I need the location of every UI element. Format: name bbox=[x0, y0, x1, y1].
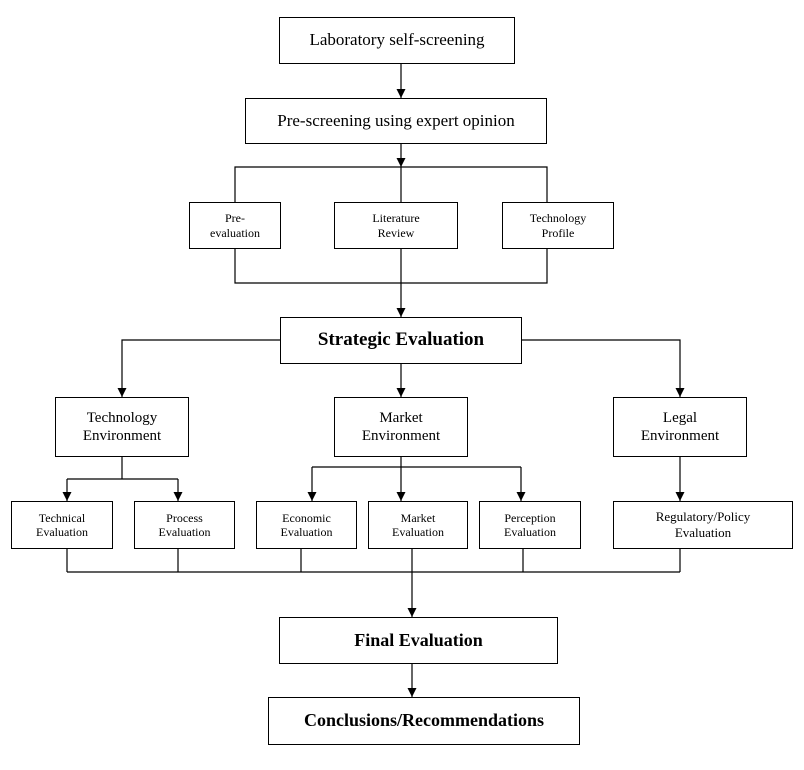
node-regulatory-policy-evaluation: Regulatory/Policy Evaluation bbox=[613, 501, 793, 549]
edge-strategic-to-legal-env bbox=[522, 339, 685, 397]
node-market-evaluation: Market Evaluation bbox=[368, 501, 468, 549]
node-final-evaluation: Final Evaluation bbox=[279, 617, 558, 664]
node-conclusions-recommendations: Conclusions/Recommendations bbox=[268, 697, 580, 745]
node-technology-profile: Technology Profile bbox=[502, 202, 614, 249]
node-strategic-evaluation: Strategic Evaluation bbox=[280, 317, 522, 364]
node-pre-evaluation: Pre- evaluation bbox=[189, 202, 281, 249]
node-market-environment: Market Environment bbox=[334, 397, 468, 457]
node-technology-environment: Technology Environment bbox=[55, 397, 189, 457]
edge-bracket-bottom bbox=[234, 249, 548, 284]
node-literature-review: Literature Review bbox=[334, 202, 458, 249]
node-legal-environment: Legal Environment bbox=[613, 397, 747, 457]
node-technical-evaluation: Technical Evaluation bbox=[11, 501, 113, 549]
node-lab-self-screening: Laboratory self-screening bbox=[279, 17, 515, 64]
edge-strategic-to-tech-env bbox=[117, 339, 280, 397]
node-economic-evaluation: Economic Evaluation bbox=[256, 501, 357, 549]
node-perception-evaluation: Perception Evaluation bbox=[479, 501, 581, 549]
node-pre-screening: Pre-screening using expert opinion bbox=[245, 98, 547, 144]
node-process-evaluation: Process Evaluation bbox=[134, 501, 235, 549]
edge-bracket-top bbox=[234, 166, 548, 202]
